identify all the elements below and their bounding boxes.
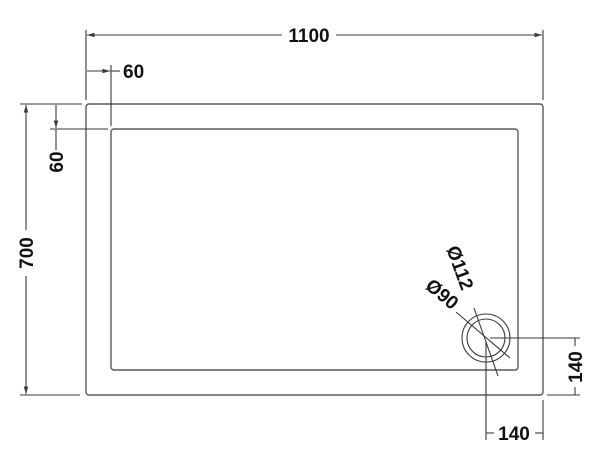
rim-horizontal-label: 60 <box>123 62 144 83</box>
tray-inner-edge <box>110 128 519 371</box>
tray-outline <box>85 103 544 396</box>
dimension-overall-width: 1100 <box>85 26 544 100</box>
dimension-rim-vertical: 60 <box>47 105 108 173</box>
rim-vertical-label: 60 <box>47 151 68 172</box>
waste-outlet: Ø112 Ø90 <box>421 243 580 440</box>
overall-depth-label: 700 <box>17 237 38 269</box>
dimension-waste-offset-bottom: 140 <box>486 400 544 445</box>
waste-offset-right-label: 140 <box>566 351 587 383</box>
dimension-overall-depth: 700 <box>17 103 82 396</box>
dimension-waste-offset-right: 140 <box>547 338 587 396</box>
dimension-rim-horizontal: 60 <box>87 62 144 126</box>
tray-outer-edge <box>85 103 544 396</box>
overall-width-label: 1100 <box>288 26 329 47</box>
waste-offset-bottom-label: 140 <box>498 424 530 445</box>
